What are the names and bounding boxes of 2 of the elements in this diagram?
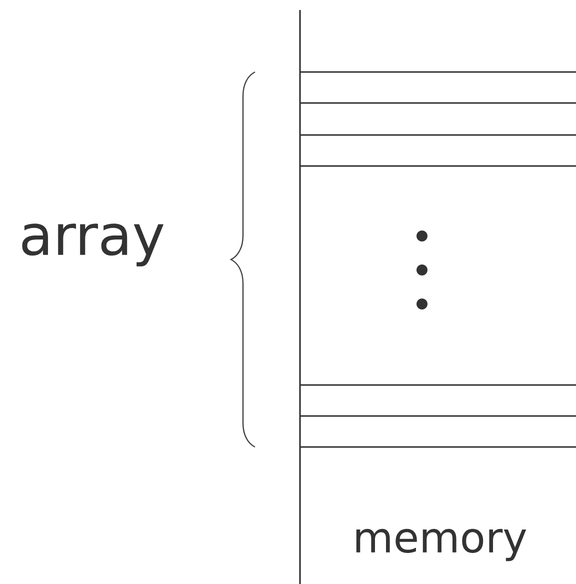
text-label: array [22, 224, 164, 266]
text-label: memory [356, 528, 526, 562]
